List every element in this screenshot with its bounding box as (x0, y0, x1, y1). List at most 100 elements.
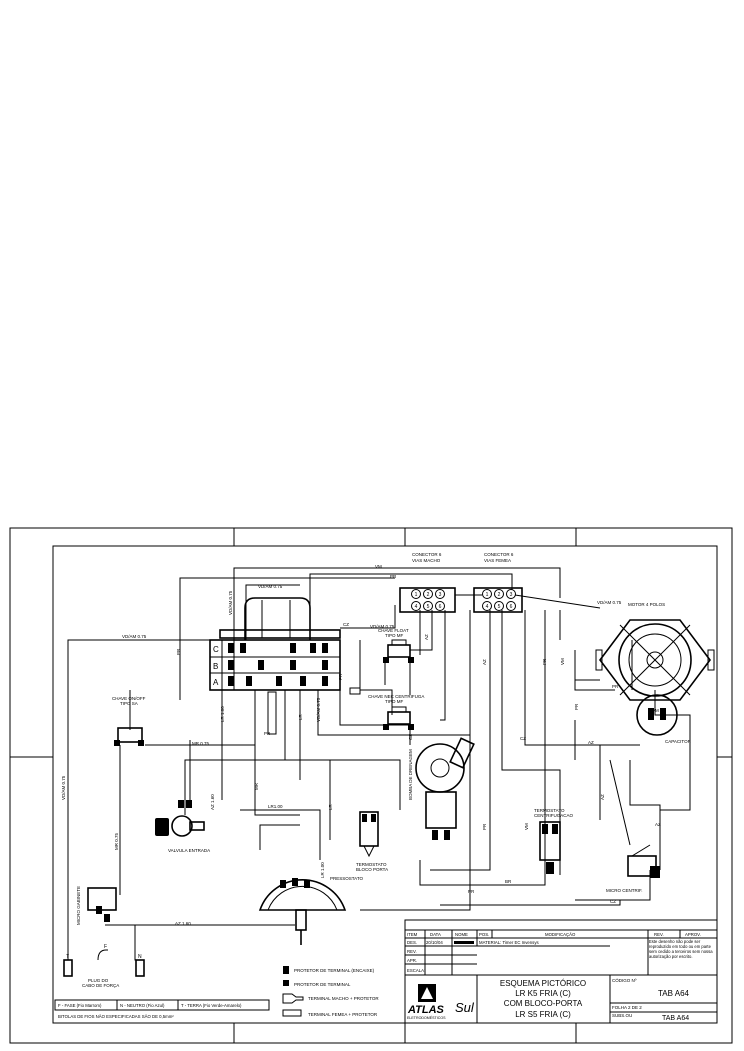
wire-label: CZ (408, 734, 413, 740)
timer: C B A (209, 597, 361, 735)
wire-label: AZ (482, 659, 487, 665)
tb-row-date: 20/10/04 (426, 940, 443, 945)
wire-label: VM (375, 564, 382, 569)
connector-pin: 2 (427, 592, 430, 598)
wire-label: AZ (600, 794, 605, 800)
drawing-title: LR S5 FRIA (C) (515, 1010, 571, 1019)
bomba-drenagem: BOMBA DE DRENAGEM (408, 737, 475, 840)
wire-label: LR 1.00 (220, 706, 225, 722)
chave-on-off: CHAVE ON/OFF TIPO SA (112, 696, 146, 746)
wire-label: PR (176, 648, 181, 655)
capacitor: CAPACITOR (636, 694, 692, 744)
wire-label: PR (390, 574, 397, 579)
connector-pin: 3 (510, 592, 513, 598)
thermostat-label: TERMOSTATO (534, 808, 565, 813)
timer-row-label: B (213, 662, 218, 671)
switch-label: CHAVE NEC CENTRIFUGA (368, 694, 424, 699)
connector-label: CONECTOR 6 (412, 552, 442, 557)
wire-label: AZ 1.60 (210, 794, 215, 810)
legend-wire: N - NEUTRO (Fio Azul) (120, 1003, 165, 1008)
legend-wire: T - TERRA (Fio Verde-Amarelo) (181, 1003, 242, 1008)
tb-row-note: MATERIAL: Timer EC Invensys (479, 940, 539, 945)
pressostato: PRESSOSTATO (258, 876, 364, 945)
wire-label: VD/AM 0.75 (316, 697, 321, 722)
drawing-title: LR K5 FRIA (C) (515, 989, 571, 998)
wire-label: LR 1.00 (320, 862, 325, 878)
micro-label: MICRO CENTRIF. (606, 888, 643, 893)
company-brand: Sul (455, 1000, 475, 1015)
tb-header: REV. (654, 932, 664, 937)
tb-header: DATA (430, 932, 441, 937)
plug-pin: N (138, 954, 142, 960)
switch-label: TIPO SA (120, 701, 138, 706)
legend-item: TERMINAL MACHO + PROTETOR (308, 996, 379, 1001)
connector-pin: 5 (498, 604, 501, 610)
connector-pin: 6 (510, 604, 513, 610)
tb-row-label: ESCALA: (407, 968, 425, 973)
connector-label: VIAS FEMEA (484, 558, 511, 563)
connector-pin: 1 (486, 592, 489, 598)
timer-row-label: A (213, 678, 219, 687)
micro-label: MICRO GABINETE (76, 886, 81, 925)
wire-label: PR (542, 658, 547, 665)
wire-label: CZ (520, 736, 526, 741)
pump-label: BOMBA DE DRENAGEM (408, 749, 413, 800)
wire-label: VD/AM 0.75 (61, 775, 66, 800)
plug-label: PLUG DO (88, 978, 109, 983)
wire-label: VM (560, 658, 565, 665)
wire-label: LR (328, 803, 333, 810)
micro-gabinete: MICRO GABINETE (76, 886, 117, 925)
plug: PLUG DO CABO DE FORÇA F T N (63, 944, 145, 988)
title-block: ITEM DATA NOME POS. MODIFICAÇÃO REV. APR… (404, 919, 718, 1024)
capacitor-label: CAPACITOR (665, 739, 692, 744)
plug-pin: F (104, 944, 107, 950)
connector-pin: 2 (498, 592, 501, 598)
wire-label: PR (482, 823, 487, 830)
wire-label: MR 0.75 (192, 741, 210, 746)
wire-label: LR (298, 713, 303, 720)
tb-header: NOME (455, 932, 468, 937)
connector-macho: CONECTOR 6 VIAS MACHO 1 2 3 4 5 6 (399, 552, 456, 613)
micro-centrifugacao: MICRO CENTRIF. (606, 844, 660, 893)
wire-label: AZ (588, 740, 594, 745)
switch-label: CHAVE ON/OFF (112, 696, 146, 701)
tb-row-label: DES. (407, 940, 417, 945)
tb-header: ITEM (407, 932, 418, 937)
wire-label: VD/AM 0.75 (258, 584, 283, 589)
wire-label: LR1.00 (268, 804, 283, 809)
wire-label: PR (612, 684, 619, 689)
outer-frame (9, 527, 733, 1044)
connector-pin: 4 (415, 604, 418, 610)
company-sub: ELETRODOMÉSTICOS (407, 1015, 446, 1020)
legend-wire: F - FASE (Fio Marrom) (58, 1003, 102, 1008)
termostato-bloco-porta: TERMOSTATO BLOCO PORTA (356, 811, 388, 872)
connector-pin: 1 (415, 592, 418, 598)
chave-centrifuga: CHAVE NEC CENTRIFUGA TIPO MF (368, 694, 424, 730)
codigo: TAB A64 (658, 989, 690, 998)
thermostat-label: BLOCO PORTA (356, 867, 388, 872)
switch-label: TIPO MF (385, 633, 403, 638)
connector-label: VIAS MACHO (412, 558, 441, 563)
wire-label: MR 0.75 (114, 832, 119, 850)
wire-label: AZ (655, 822, 661, 827)
subs-label: SUBS.OU (612, 1013, 632, 1018)
drawing-title: ESQUEMA PICTÓRICO (500, 979, 586, 988)
valve-label: VALVULA ENTRADA (168, 848, 210, 853)
inner-frame (52, 545, 718, 1024)
wire-label: CZ (343, 622, 349, 627)
motor-label: MOTOR 4 POLOS (628, 602, 665, 607)
motor: MOTOR 4 POLOS (595, 602, 715, 701)
wire-label: BR (505, 879, 512, 884)
connector-label: CONECTOR 6 (484, 552, 514, 557)
thermostat-label: CENTRIFUGACAO (534, 813, 574, 818)
connector-pin: 5 (427, 604, 430, 610)
wire-label: VM (652, 708, 659, 713)
wire-label: VD/AM 0.75 (122, 634, 147, 639)
wire-label: PR (468, 889, 475, 894)
confidential-note: Este desenho não pode ser reproduzido em… (649, 939, 713, 959)
tb-header: MODIFICAÇÃO (545, 932, 576, 937)
folha: FOLHA 2 DE 2 (612, 1005, 642, 1010)
drawing-title: COM BLOCO-PORTA (504, 999, 583, 1008)
connector-pin: 4 (486, 604, 489, 610)
